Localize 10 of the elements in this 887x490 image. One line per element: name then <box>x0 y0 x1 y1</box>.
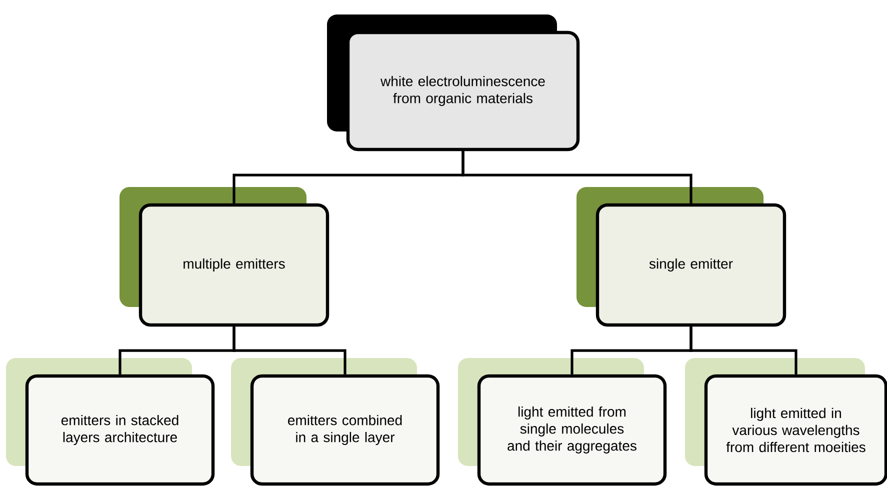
process-box: emitters combined in a single layer <box>231 358 440 486</box>
process-box: light emitted from single molecules and their aggregates <box>458 358 667 486</box>
process-box: emitters in stacked layers architecture <box>6 358 215 486</box>
process-box: light emitted in various wavelengths from different moeities <box>685 358 887 486</box>
process-box: multiple emitters <box>120 187 330 327</box>
process-box: white electroluminescence from organic materials <box>327 14 580 152</box>
connector <box>232 326 346 374</box>
process-box: single emitter <box>576 187 786 327</box>
connector <box>690 326 798 374</box>
connector <box>462 151 692 204</box>
